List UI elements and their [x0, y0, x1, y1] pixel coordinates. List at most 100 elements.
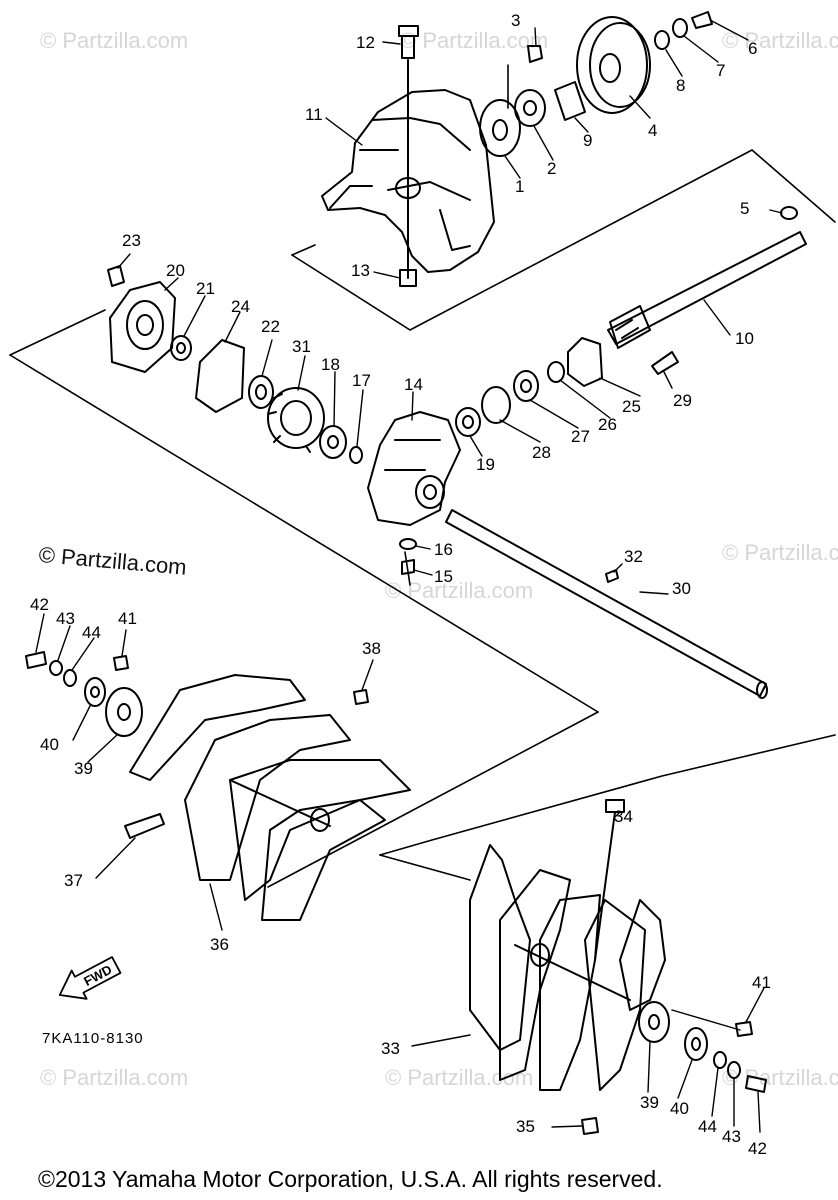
cover-20: [109, 281, 176, 373]
callout-13[interactable]: 13: [351, 261, 370, 280]
callout-42-left[interactable]: 42: [30, 595, 49, 614]
callout-38[interactable]: 38: [362, 639, 381, 658]
callout-2[interactable]: 2: [547, 159, 557, 178]
gearbox-14: [367, 411, 461, 526]
nut-41-left: [113, 655, 129, 671]
key-5: [780, 206, 798, 220]
callout-16[interactable]: 16: [434, 540, 453, 559]
bearing-18: [319, 425, 347, 459]
bearing-19: [455, 407, 481, 437]
callout-39-right[interactable]: 39: [640, 1093, 659, 1112]
callout-6[interactable]: 6: [748, 39, 758, 58]
drain-plug-15: [401, 559, 415, 575]
callout-15[interactable]: 15: [434, 567, 453, 586]
callout-5[interactable]: 5: [740, 199, 750, 218]
diagram-code: 7KA110-8130: [42, 1030, 144, 1047]
callout-21[interactable]: 21: [196, 279, 215, 298]
callout-23[interactable]: 23: [122, 231, 141, 250]
callout-4[interactable]: 4: [648, 121, 658, 140]
bearing-40-right: [684, 1027, 708, 1061]
fwd-arrow-icon: FWD: [58, 956, 122, 1000]
callout-19[interactable]: 19: [476, 455, 495, 474]
circlip-17: [349, 446, 363, 464]
callout-17[interactable]: 17: [352, 371, 371, 390]
flange-1: [479, 99, 521, 157]
bolt-42-left: [25, 651, 47, 669]
callout-18[interactable]: 18: [321, 355, 340, 374]
bearing-40-left: [84, 677, 106, 707]
washer-7: [672, 18, 688, 38]
oil-seal-21: [170, 335, 192, 361]
callout-20[interactable]: 20: [166, 261, 185, 280]
callout-36[interactable]: 36: [210, 935, 229, 954]
oil-seal-26: [547, 361, 565, 383]
callout-25[interactable]: 25: [622, 397, 641, 416]
nut-38: [353, 689, 369, 705]
bolt-42-right: [745, 1075, 767, 1093]
callout-41-right[interactable]: 41: [752, 973, 771, 992]
group-outline-lower: [379, 734, 836, 881]
callout-31[interactable]: 31: [292, 337, 311, 356]
nut-41-right: [735, 1021, 753, 1037]
flange-39-right: [638, 1001, 670, 1043]
callout-41-left[interactable]: 41: [118, 609, 137, 628]
gasket-28: [481, 386, 511, 424]
callout-43-left[interactable]: 43: [56, 609, 75, 628]
bearing-27: [513, 370, 539, 402]
washer-43-right: [727, 1061, 741, 1079]
callout-39-left[interactable]: 39: [74, 759, 93, 778]
callout-40-left[interactable]: 40: [40, 735, 59, 754]
auger-right-33: [469, 844, 666, 1091]
callout-42-right[interactable]: 42: [748, 1139, 767, 1158]
bearing-22: [248, 375, 274, 409]
pulley-4: [576, 16, 651, 114]
bolt-29: [651, 351, 679, 375]
callout-43-right[interactable]: 43: [722, 1127, 741, 1146]
gasket-24: [195, 339, 245, 413]
callout-12[interactable]: 12: [356, 33, 375, 52]
callout-33[interactable]: 33: [381, 1039, 400, 1058]
callout-35[interactable]: 35: [516, 1117, 535, 1136]
watermark: © Partzilla.com: [722, 1065, 838, 1090]
callout-44-left[interactable]: 44: [82, 623, 101, 642]
callout-11[interactable]: 11: [305, 105, 323, 124]
callout-34[interactable]: 34: [614, 807, 633, 826]
callout-24[interactable]: 24: [231, 297, 250, 316]
callout-44-right[interactable]: 44: [698, 1117, 717, 1136]
callout-3[interactable]: 3: [511, 11, 521, 30]
callout-28[interactable]: 28: [532, 443, 551, 462]
spacer-9: [554, 81, 586, 121]
callout-7[interactable]: 7: [716, 61, 726, 80]
callout-40-right[interactable]: 40: [670, 1099, 689, 1118]
callout-22[interactable]: 22: [261, 317, 280, 336]
gear-housing-11: [321, 89, 495, 273]
bolt-37: [124, 813, 165, 839]
callout-26[interactable]: 26: [598, 415, 617, 434]
group-outline-middle: [9, 309, 599, 888]
callout-8[interactable]: 8: [676, 76, 686, 95]
bolt-3: [527, 45, 543, 63]
callout-14[interactable]: 14: [404, 375, 423, 394]
callout-27[interactable]: 27: [571, 427, 590, 446]
auger-shaft-30: [445, 509, 768, 699]
washer-16: [399, 538, 417, 550]
gear-31: [267, 387, 325, 453]
group-outline-top: [291, 64, 836, 331]
washer-44-right: [713, 1051, 727, 1069]
callout-30[interactable]: 30: [672, 579, 691, 598]
callout-1[interactable]: 1: [515, 177, 525, 196]
callout-10[interactable]: 10: [735, 329, 754, 348]
callout-32[interactable]: 32: [624, 547, 643, 566]
callout-37[interactable]: 37: [64, 871, 83, 890]
nut-35: [581, 1117, 599, 1135]
callout-29[interactable]: 29: [673, 391, 692, 410]
bolt-23: [107, 265, 125, 287]
auger-left-36: [129, 674, 411, 921]
callout-9[interactable]: 9: [583, 131, 593, 150]
watermark: © Partzilla.com: [722, 28, 838, 53]
flange-39-left: [105, 687, 143, 737]
washer-43-left: [49, 660, 63, 676]
washer-8: [654, 30, 670, 50]
